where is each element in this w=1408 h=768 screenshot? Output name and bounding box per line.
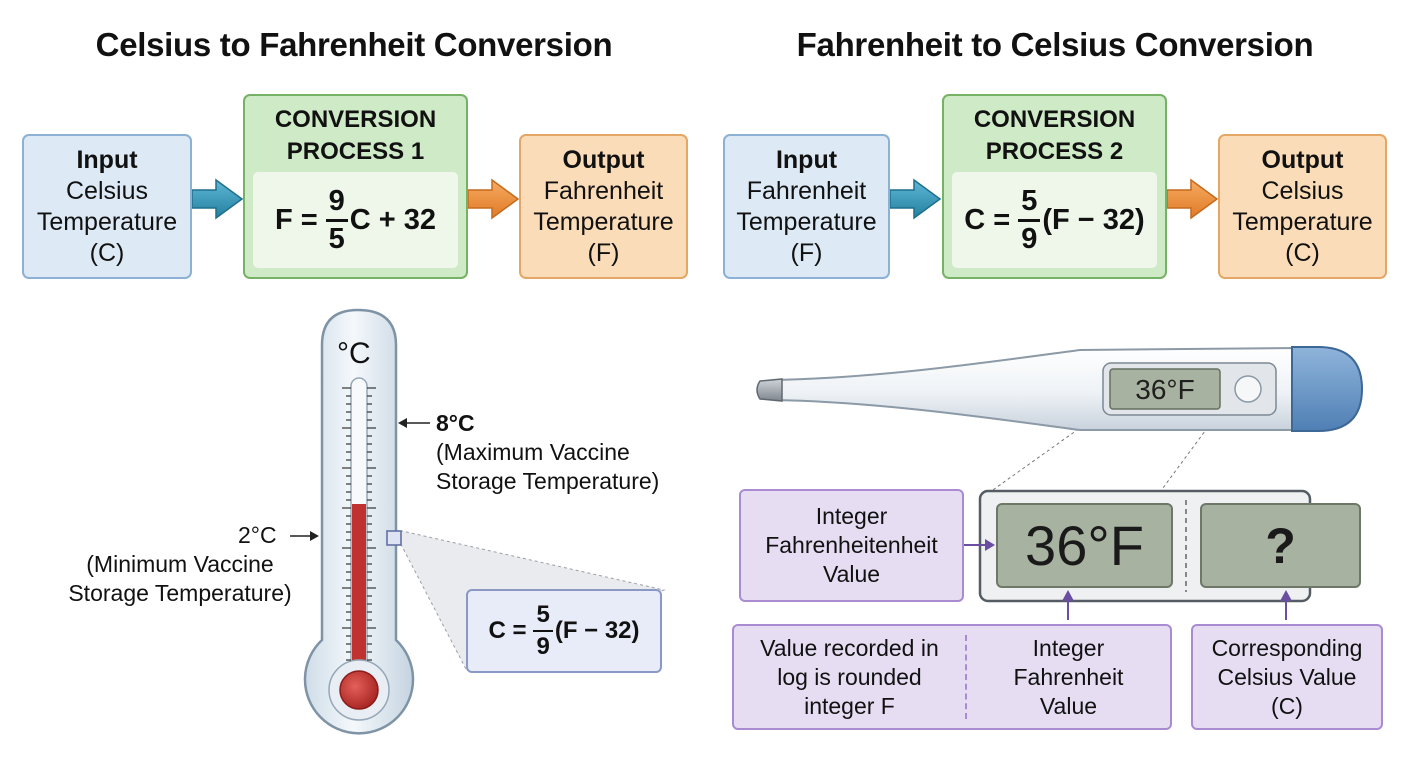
pointer-up-right-head	[1280, 590, 1292, 601]
label-divider	[964, 635, 967, 719]
conversion-process-1-box: CONVERSION PROCESS 1 F = 9 5 C + 32	[243, 94, 468, 279]
formula-rhs: C + 32	[349, 203, 437, 236]
label-line: Corresponding	[1211, 634, 1363, 661]
label-line: (C)	[1271, 692, 1303, 719]
pointer-left-head	[985, 539, 995, 551]
process-title: CONVERSION	[274, 106, 437, 133]
process-title: PROCESS 2	[985, 138, 1124, 165]
fraction-denominator: 9	[1018, 218, 1041, 254]
max-temp-annotation: 8°C (Maximum Vaccine Storage Temperature…	[436, 409, 659, 496]
output-line: Temperature	[533, 207, 674, 236]
process-title: CONVERSION	[973, 106, 1136, 133]
display-window	[1109, 368, 1221, 410]
thermometer-tip	[756, 378, 783, 402]
celsius-display: ?	[1200, 503, 1361, 588]
output-celsius-box: Output Celsius Temperature (C)	[1218, 134, 1387, 279]
fraction: 9 5	[325, 184, 348, 254]
formula-rhs: (F − 32)	[554, 617, 640, 644]
label-line: Celsius Value	[1217, 663, 1357, 690]
formula-rhs: (F − 32)	[1042, 203, 1145, 236]
label-line: Fahrenheit	[1013, 663, 1124, 690]
thermometer-unit-label: °C	[337, 337, 371, 370]
label-integer-fahrenheitenheit: Integer Fahrenheitenheit Value	[739, 489, 964, 602]
fraction-denominator: 9	[533, 630, 553, 659]
left-title: Celsius to Fahrenheit Conversion	[95, 26, 613, 63]
input-heading: Input	[775, 145, 838, 174]
formula-lhs: F =	[274, 203, 318, 236]
max-temp-line: Storage Temperature)	[436, 468, 660, 494]
arrow-max-head	[398, 418, 407, 428]
fraction-numerator: 5	[1021, 184, 1038, 217]
fahrenheit-display-value: 36°F	[1025, 514, 1144, 577]
celsius-display-value: ?	[1265, 517, 1296, 574]
conversion-process-2-box: CONVERSION PROCESS 2 C = 5 9 (F − 32)	[942, 94, 1167, 279]
output-fahrenheit-box: Output Fahrenheit Temperature (F)	[519, 134, 688, 279]
power-button	[1234, 375, 1262, 403]
label-line: Value recorded in	[760, 634, 939, 661]
zoom-marker	[386, 530, 402, 546]
label-line: Integer	[815, 503, 888, 529]
fahrenheit-display: 36°F	[996, 503, 1173, 588]
pointer-up-mid-head	[1062, 590, 1074, 601]
label-line: integer F	[804, 692, 895, 719]
formula-panel: F = 9 5 C + 32	[253, 172, 458, 268]
min-temp-annotation: (Minimum Vaccine Storage Temperature)	[40, 550, 320, 608]
input-line: (C)	[89, 238, 125, 267]
right-title: Fahrenheit to Celsius Conversion	[796, 26, 1314, 63]
thermometer-cap	[1291, 346, 1364, 432]
output-line: Celsius	[1261, 176, 1344, 205]
input-line: Fahrenheit	[746, 176, 867, 205]
scale-ticks	[342, 387, 376, 661]
fraction-numerator: 5	[536, 601, 550, 628]
formula-lhs: C =	[488, 617, 527, 644]
output-heading: Output	[1261, 145, 1344, 174]
label-line: Value	[1039, 692, 1098, 719]
label-log-and-integer: Value recorded in log is rounded integer…	[732, 624, 1172, 730]
fraction: 5 9	[533, 601, 553, 659]
formula-panel: C = 5 9 (F − 32)	[952, 172, 1157, 268]
output-line: Fahrenheit	[543, 176, 664, 205]
flow-arrows	[191, 178, 1219, 220]
max-temp-value: 8°C	[436, 410, 475, 436]
min-temp-line: (Minimum Vaccine	[86, 551, 274, 577]
arrow-process-to-output-1	[467, 178, 520, 220]
process-title: PROCESS 1	[286, 138, 425, 165]
formula-lhs: C =	[964, 203, 1011, 236]
arrow-input-to-process-1	[191, 178, 244, 220]
output-line: (F)	[587, 238, 620, 267]
input-celsius-box: Input Celsius Temperature (C)	[22, 134, 192, 279]
fraction-numerator: 9	[328, 184, 345, 217]
fraction-denominator: 5	[325, 218, 348, 254]
input-line: Temperature	[736, 207, 877, 236]
formula-c-to-f: F = 9 5 C + 32	[274, 184, 437, 254]
max-temp-line: (Maximum Vaccine	[436, 439, 630, 465]
min-temp-line: Storage Temperature)	[68, 580, 292, 606]
formula-callout-text: C = 5 9 (F − 32)	[488, 603, 639, 659]
output-line: (C)	[1285, 238, 1320, 267]
input-line: (F)	[790, 238, 823, 267]
label-line: Fahrenheitenheit	[765, 532, 938, 558]
label-log: Value recorded in log is rounded integer…	[734, 634, 965, 721]
output-heading: Output	[562, 145, 645, 174]
input-fahrenheit-box: Input Fahrenheit Temperature (F)	[723, 134, 890, 279]
label-integer-fahrenheit: Integer Fahrenheit Value	[967, 634, 1170, 721]
mercury-column	[352, 504, 366, 684]
label-line: Value	[822, 561, 881, 587]
label-line: log is rounded	[777, 663, 922, 690]
input-line: Temperature	[36, 207, 178, 236]
arrow-process-to-output-2	[1166, 178, 1219, 220]
label-corresponding-celsius: Corresponding Celsius Value (C)	[1191, 624, 1383, 730]
small-display-reading: 36°F	[1135, 374, 1195, 405]
arrow-min-head	[310, 531, 319, 541]
formula-callout: C = 5 9 (F − 32)	[466, 589, 662, 673]
min-temp-value: 2°C	[238, 522, 277, 548]
fraction: 5 9	[1018, 184, 1041, 254]
mercury-bulb	[339, 670, 379, 710]
input-line: Celsius	[66, 176, 148, 205]
input-heading: Input	[76, 145, 138, 174]
arrow-input-to-process-2	[889, 178, 942, 220]
label-line: Integer	[1032, 634, 1105, 661]
output-line: Temperature	[1232, 207, 1373, 236]
formula-f-to-c: C = 5 9 (F − 32)	[964, 184, 1145, 254]
